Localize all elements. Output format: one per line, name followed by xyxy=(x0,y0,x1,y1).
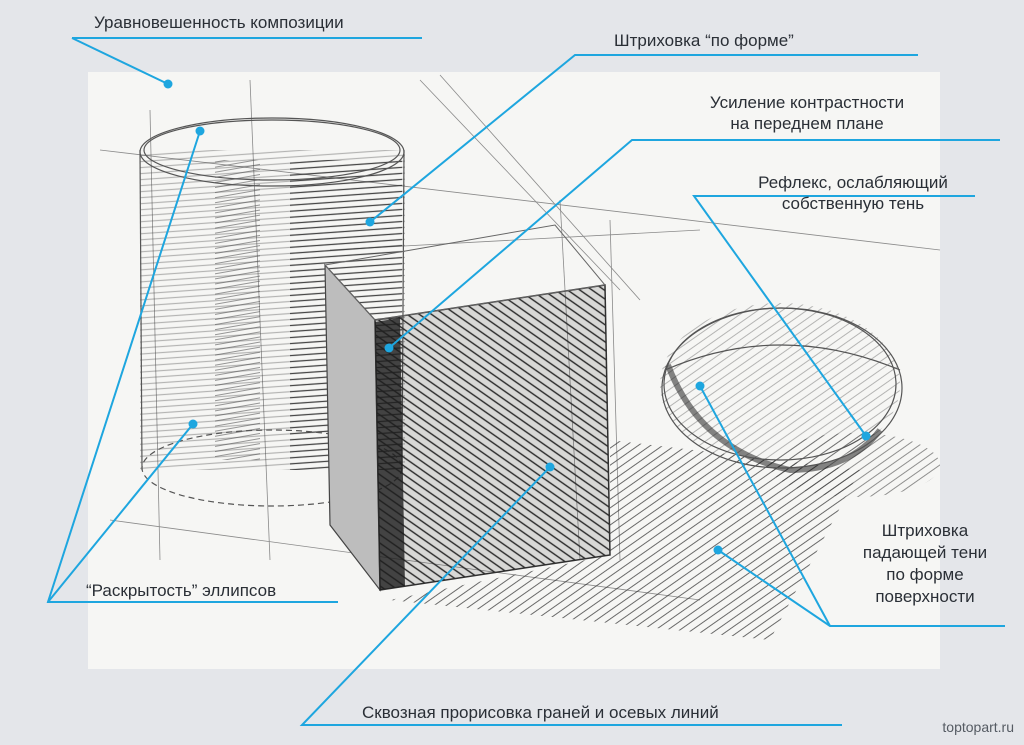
label-cast-line3: по форме xyxy=(886,565,964,584)
label-balance: Уравновешенность композиции xyxy=(94,13,344,32)
label-cast-line2: падающей тени xyxy=(862,543,988,562)
label-through: Сквозная прорисовка граней и осевых лини… xyxy=(362,703,719,722)
label-reflex-line1: Рефлекс, ослабляющий xyxy=(758,173,948,192)
leader-reflex xyxy=(692,195,975,437)
label-contrast: Усиление контрастности на переднем плане xyxy=(672,92,942,134)
label-reflex-line2: собственную тень xyxy=(781,194,925,213)
leader-contrast xyxy=(388,139,1000,349)
label-cast-line4: поверхности xyxy=(875,587,975,606)
watermark: toptopart.ru xyxy=(942,719,1014,735)
label-ellipses: “Раскрытость” эллипсов xyxy=(86,581,277,600)
label-contrast-line1: Усиление контрастности xyxy=(709,93,905,112)
label-cast-line1: Штриховка xyxy=(881,521,969,540)
label-cast-shadow: Штриховка падающей тени по форме поверхн… xyxy=(835,520,1015,608)
leader-dots xyxy=(163,79,871,555)
label-reflex: Рефлекс, ослабляющий собственную тень xyxy=(718,172,988,214)
cube xyxy=(324,224,611,592)
leader-lines xyxy=(46,37,1005,726)
leader-through xyxy=(299,466,842,726)
label-contrast-line2: на переднем плане xyxy=(730,114,884,133)
sphere xyxy=(660,303,903,474)
leader-hatch-form xyxy=(369,54,918,223)
label-hatch-form: Штриховка “по форме” xyxy=(614,31,794,50)
